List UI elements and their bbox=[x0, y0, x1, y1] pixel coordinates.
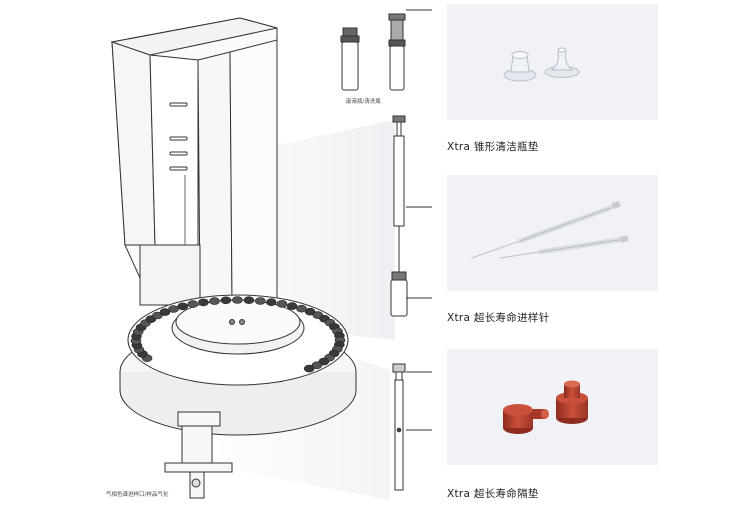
vial-tray bbox=[119, 294, 357, 436]
syringe-panel bbox=[447, 175, 658, 291]
tray-vial-cap bbox=[220, 296, 232, 305]
tray-vial-cap bbox=[311, 361, 323, 370]
septum-icon bbox=[503, 380, 588, 434]
tray-vial-cap bbox=[296, 304, 307, 313]
tray-vial-cap bbox=[276, 300, 288, 308]
caption-syringe: Xtra 超长寿命进样针 bbox=[447, 312, 550, 324]
label-vials: 废液瓶/清洗瓶 bbox=[346, 99, 381, 105]
cone-liner-icon bbox=[503, 47, 580, 82]
cone-liner-panel bbox=[447, 4, 658, 120]
tray-vial-cap bbox=[286, 302, 298, 310]
tray-vial-cap bbox=[152, 311, 163, 320]
tray-vial-cap bbox=[303, 364, 315, 373]
tray-vial-cap bbox=[232, 296, 243, 304]
syringe-drawing bbox=[390, 115, 408, 317]
tray-vials bbox=[130, 296, 346, 373]
tray-vial-cap bbox=[177, 302, 189, 311]
tray-vial-cap bbox=[168, 305, 179, 313]
leader-lines bbox=[406, 9, 432, 431]
syringe-icon bbox=[471, 200, 629, 259]
tray-vial-cap bbox=[265, 298, 277, 307]
caption-cone-liner: Xtra 锥形清洁瓶垫 bbox=[447, 141, 539, 153]
tray-vial-cap bbox=[243, 296, 255, 305]
tray-vial-cap bbox=[209, 297, 220, 305]
tray-vial-cap bbox=[187, 300, 199, 308]
liner-drawing bbox=[392, 363, 406, 491]
tray-vial-cap bbox=[159, 308, 171, 316]
injector-assembly bbox=[164, 411, 233, 499]
label-injection-port: 气相色谱进样口/样品气化 bbox=[106, 492, 169, 498]
tray-vial-cap bbox=[254, 297, 266, 305]
vial-icon bbox=[340, 13, 406, 91]
septum-panel bbox=[447, 349, 658, 465]
autosampler-icon bbox=[110, 17, 278, 306]
caption-septum: Xtra 超长寿命隔垫 bbox=[447, 488, 539, 500]
tray-vial-cap bbox=[304, 307, 316, 316]
tray-vial-cap bbox=[198, 298, 209, 307]
